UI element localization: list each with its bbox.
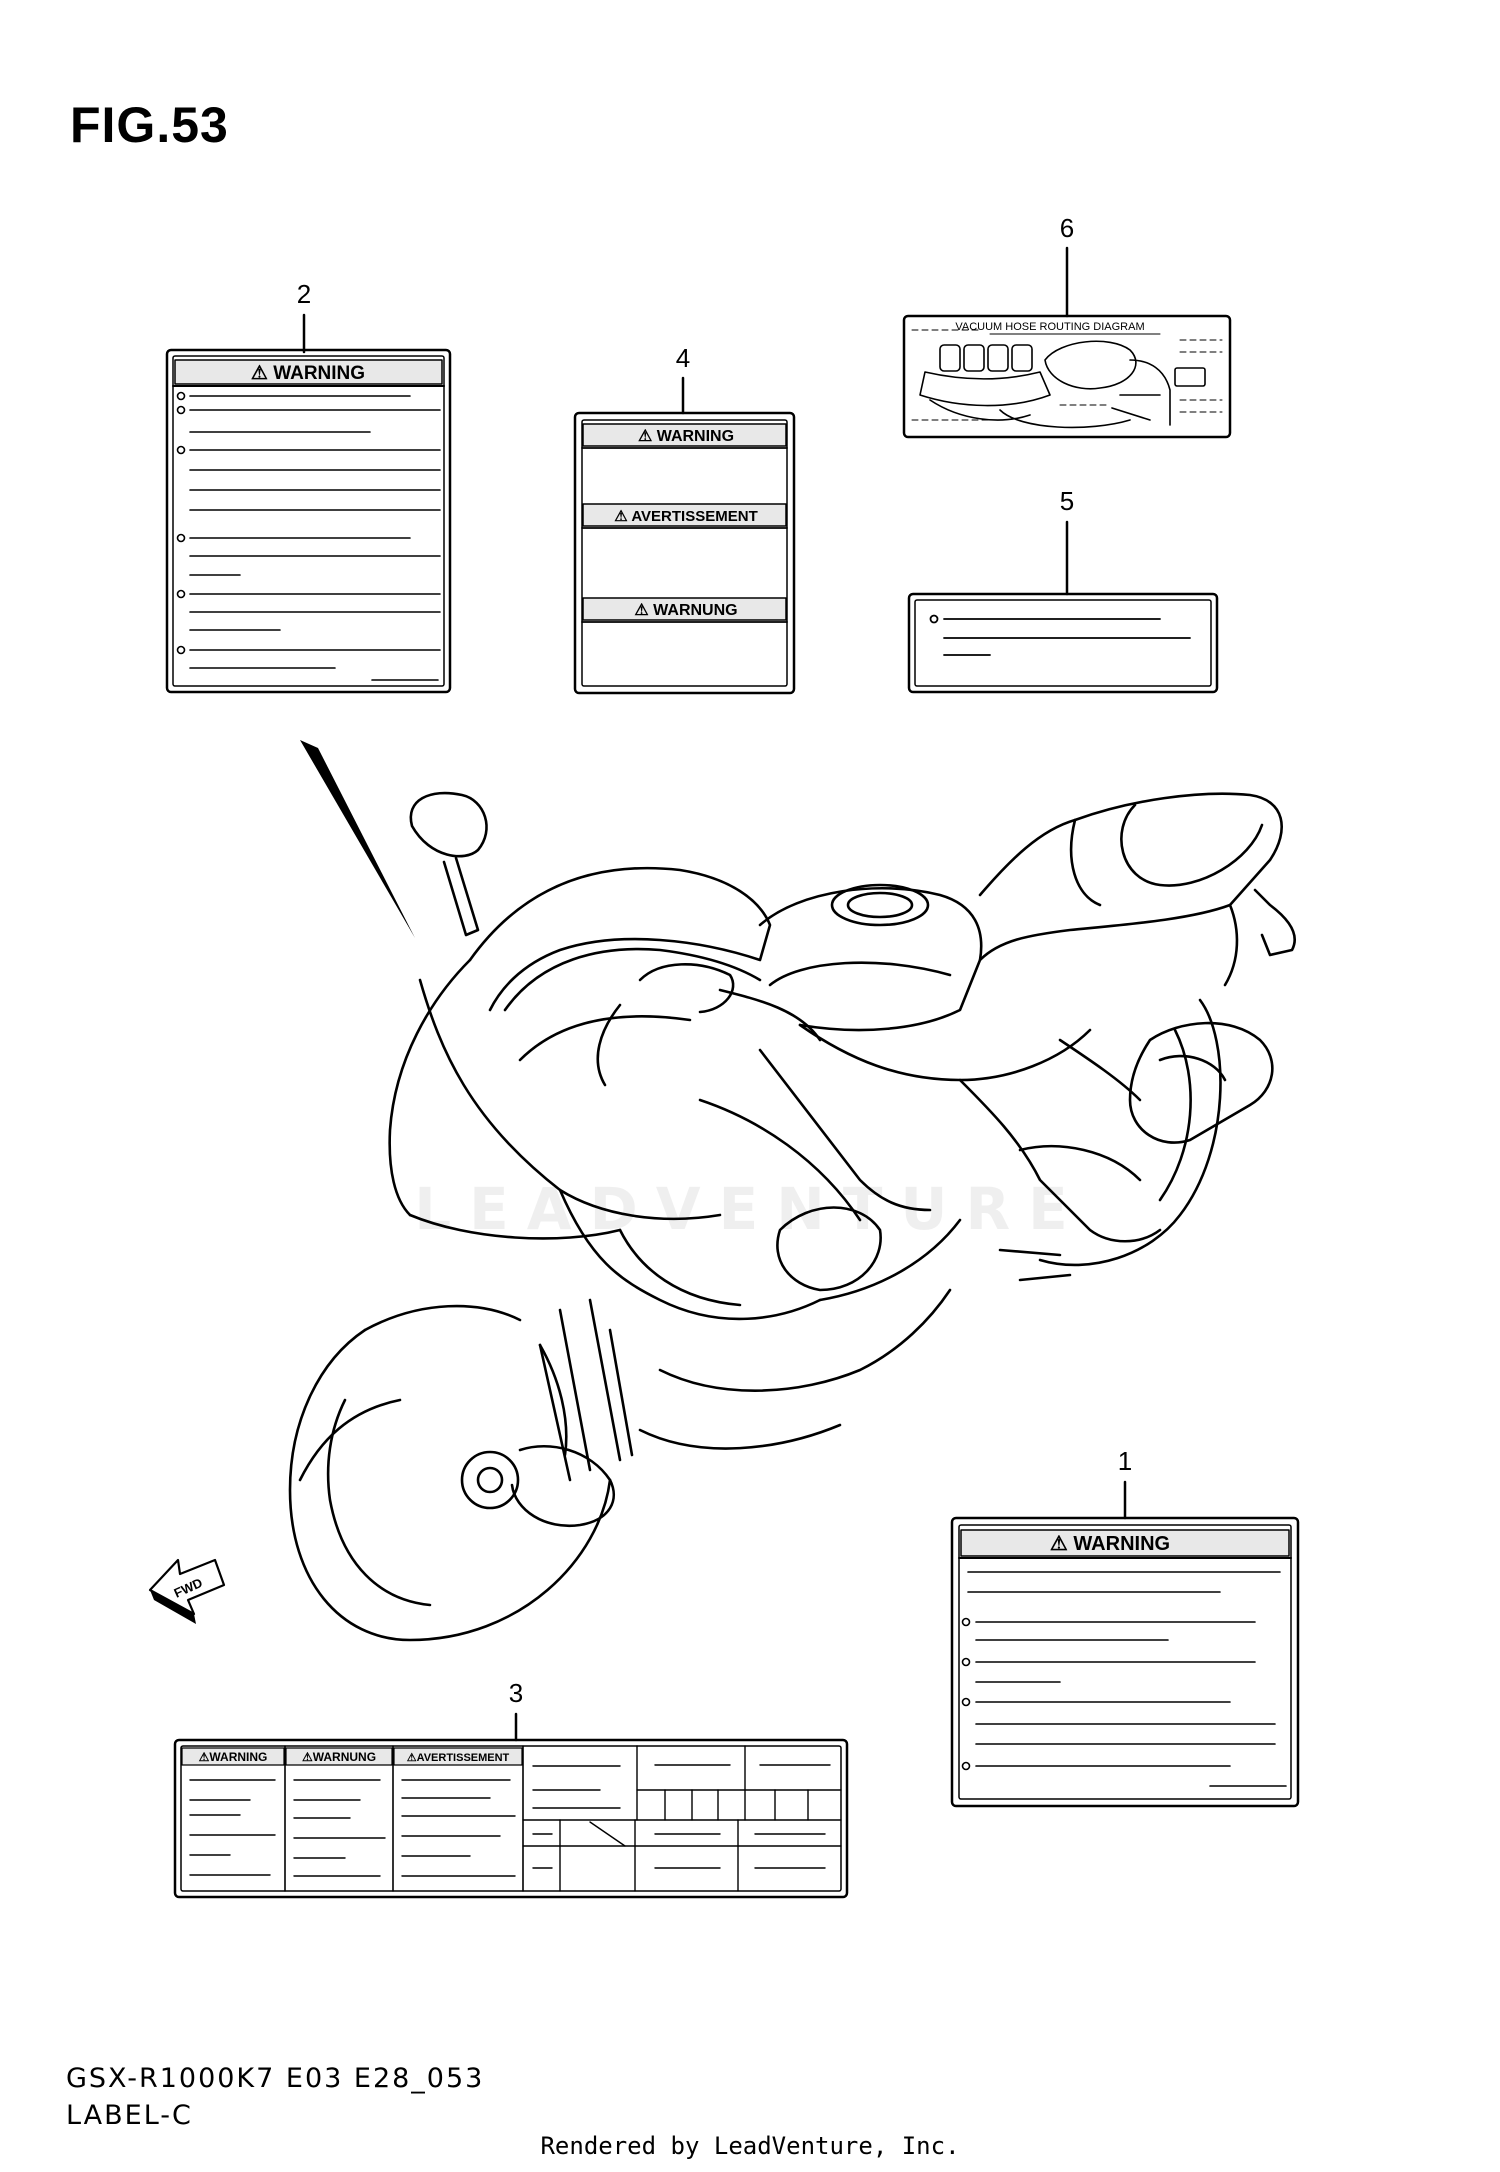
label-1-heading: ⚠ WARNING [1050, 1533, 1170, 1555]
label-1[interactable]: 1 ⚠ WARNING [950, 1446, 1300, 1808]
watermark-text: LEADVENTURE [414, 1175, 1086, 1243]
figure-title: FIG.53 [70, 97, 229, 153]
motorcycle-outline [288, 791, 1297, 1642]
label-2[interactable]: 2 ⚠ WARNING [165, 279, 452, 694]
label-4-heading-de: ⚠ WARNUNG [634, 602, 737, 619]
label-6-heading: VACUUM HOSE ROUTING DIAGRAM [955, 321, 1144, 333]
label-6[interactable]: 6 VACUUM HOSE ROUTING DIAGRAM [902, 213, 1232, 439]
callout-3: 3 [509, 1678, 523, 1708]
label-3[interactable]: 3 ⚠WARNING ⚠WARNUNG ⚠AVERTISSEMENT [173, 1678, 849, 1899]
render-credit: Rendered by LeadVenture, Inc. [540, 2132, 960, 2160]
label-4-heading-en: ⚠ WARNING [638, 428, 734, 445]
fwd-direction-arrow: FWD [148, 1558, 226, 1624]
callout-1: 1 [1118, 1446, 1132, 1476]
label-3-panel-b: ⚠WARNUNG [302, 1750, 376, 1764]
label-3-panel-a: ⚠WARNING [199, 1750, 268, 1764]
label-3-panel-c: ⚠AVERTISSEMENT [407, 1752, 510, 1764]
callout-2: 2 [297, 279, 311, 309]
callout-5: 5 [1060, 486, 1074, 516]
pointer-wedge [300, 740, 415, 938]
label-4-heading-fr: ⚠ AVERTISSEMENT [614, 508, 757, 525]
label-2-heading: ⚠ WARNING [251, 363, 365, 384]
label-5[interactable]: 5 [907, 486, 1219, 694]
callout-6: 6 [1060, 213, 1074, 243]
label-3-spec-table [522, 1745, 842, 1892]
section-name: LABEL-C [66, 2100, 193, 2131]
hose-routing-drawing [911, 329, 1223, 429]
label-4[interactable]: 4 ⚠ WARNING ⚠ AVERTISSEMENT ⚠ WARNUNG [573, 343, 796, 695]
model-code: GSX-R1000K7 E03 E28_053 [66, 2063, 485, 2094]
callout-4: 4 [676, 343, 690, 373]
